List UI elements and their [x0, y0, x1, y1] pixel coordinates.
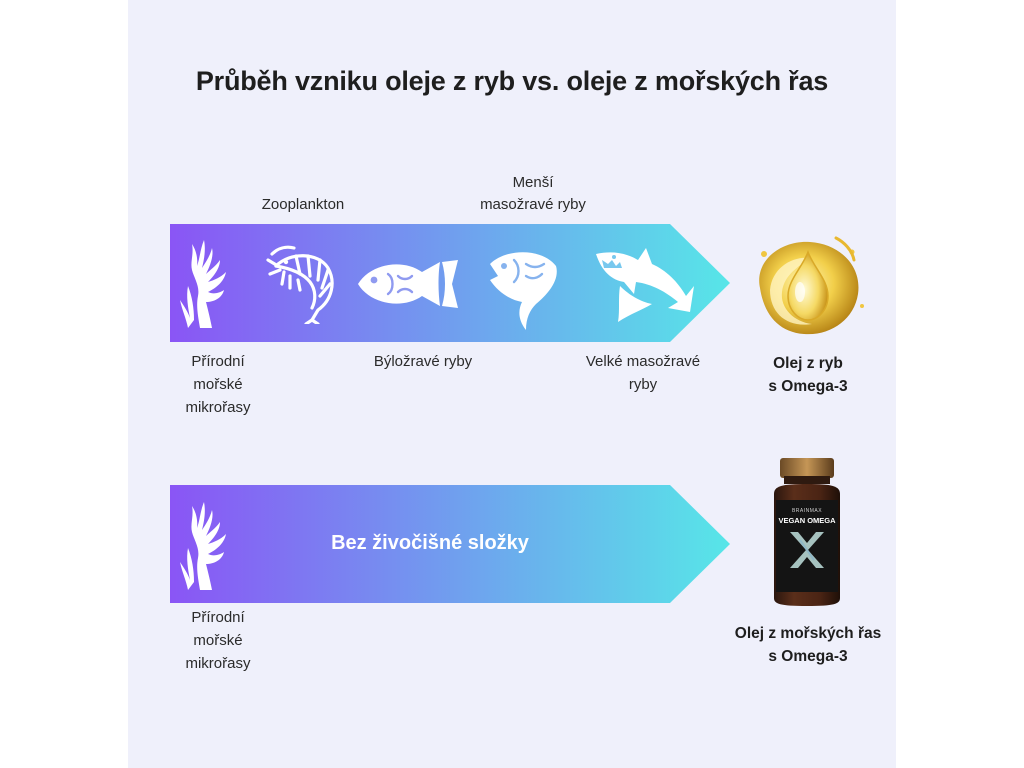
result-fish-oil-line2: s Omega-3 [768, 378, 848, 395]
label-algae-line1: Přírodní [191, 353, 245, 370]
page-title: Průběh vzniku oleje z ryb vs. oleje z mo… [195, 66, 829, 96]
label-large-predators-line1: Velké masožravé [585, 353, 701, 370]
label-large-predators-line2: ryby [628, 376, 658, 393]
label-algae-line3: mikrořasy [185, 655, 251, 672]
product-logo-x-icon [786, 530, 828, 570]
label-small-predators-line1: Menší [512, 174, 554, 191]
label-algae-line3: mikrořasy [185, 399, 251, 416]
seaweed-icon [178, 236, 234, 328]
label-herbivores: Býložravé ryby [373, 353, 473, 370]
label-small-predators-line2: masožravé ryby [480, 196, 586, 213]
result-algae-oil-line1: Olej z mořských řas [734, 625, 882, 642]
no-animal-component-text: Bez živočišné složky [331, 532, 529, 554]
oil-drop-image [748, 232, 868, 340]
fish-icon [356, 258, 460, 310]
label-zooplankton: Zooplankton [261, 196, 345, 213]
label-algae-line2: mořské [193, 632, 243, 649]
shrimp-icon [266, 244, 342, 324]
jumping-fish-icon [486, 246, 562, 330]
label-algae-line1: Přírodní [191, 609, 245, 626]
seaweed-icon [178, 498, 234, 590]
result-algae-oil-line2: s Omega-3 [768, 648, 848, 665]
label-algae-line2: mořské [193, 376, 243, 393]
result-fish-oil-line1: Olej z ryb [773, 355, 843, 372]
product-brand: BRAINMAX [791, 508, 823, 514]
product-name: VEGAN OMEGA [778, 516, 836, 525]
infographic-panel: Průběh vzniku oleje z ryb vs. oleje z mo… [128, 0, 896, 768]
algae-chain-arrow [170, 485, 730, 603]
shark-icon [594, 248, 694, 322]
